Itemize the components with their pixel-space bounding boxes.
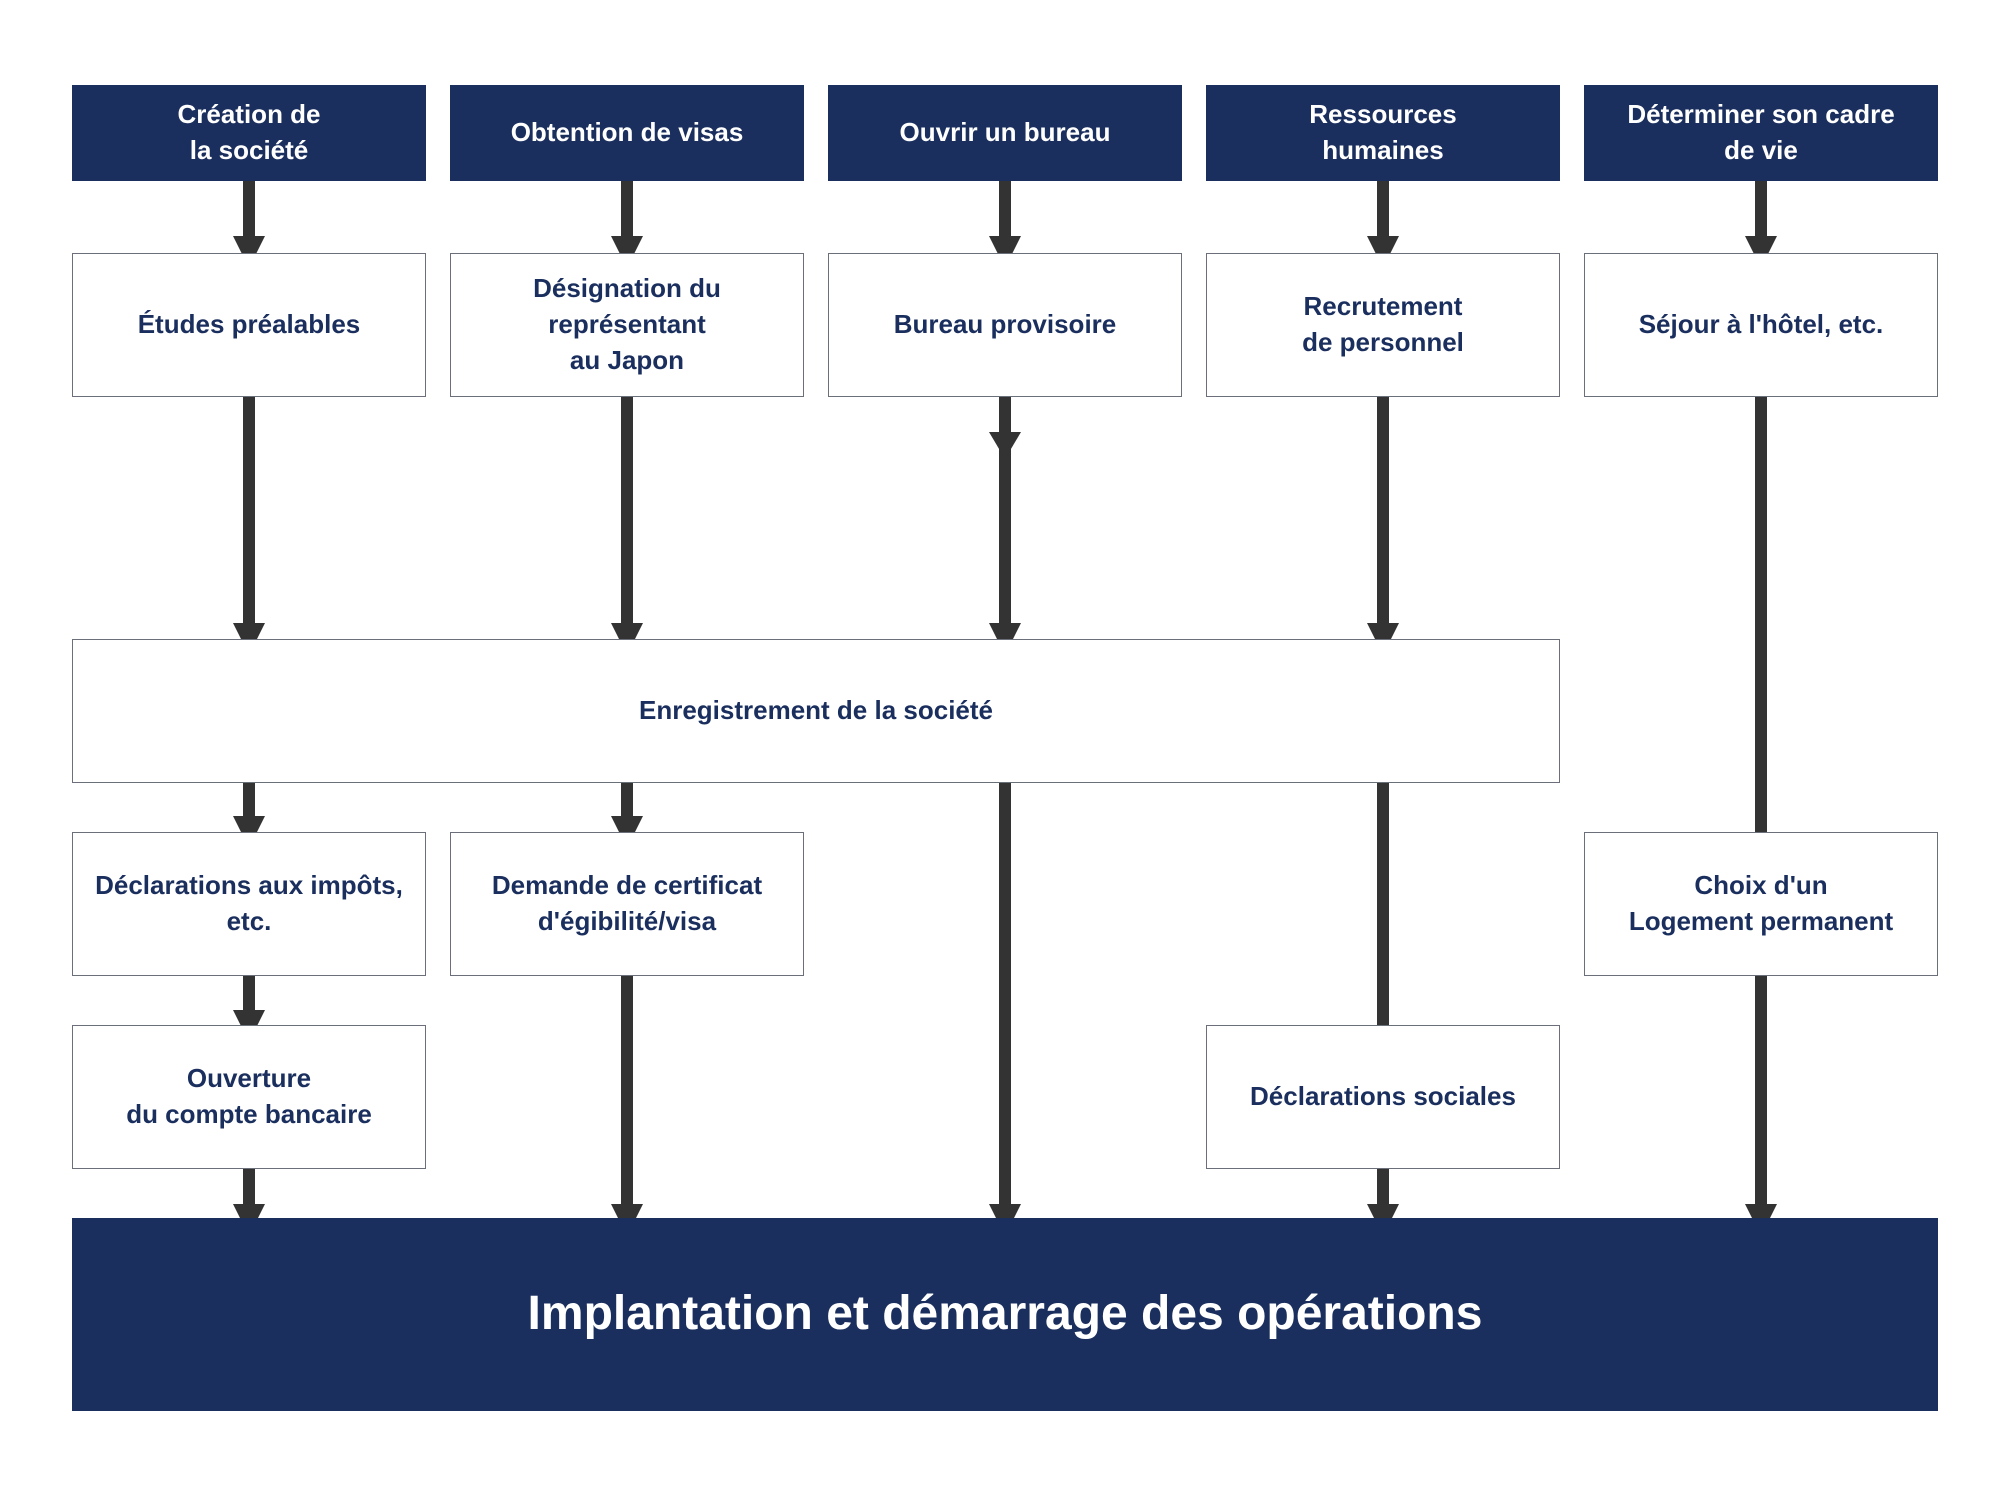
final-implantation-demarrage: Implantation et démarrage des opérations <box>72 1218 1938 1411</box>
line-sejour-to-logement <box>1755 397 1767 832</box>
arrow-visas-to-designation <box>611 181 643 268</box>
arrow-enregistrement-to-final <box>989 783 1021 1236</box>
step-recrutement-personnel: Recrutement de personnel <box>1206 253 1560 397</box>
arrow-logement-to-final <box>1745 976 1777 1236</box>
step-choix-logement: Choix d'un Logement permanent <box>1584 832 1938 976</box>
arrow-bureau-header-to-provisoire <box>989 181 1021 268</box>
arrow-head-below-bureau-provisoire <box>989 432 1021 459</box>
step-etudes-prealables: Études préalables <box>72 253 426 397</box>
step-ouverture-compte: Ouverture du compte bancaire <box>72 1025 426 1169</box>
header-ressources-humaines: Ressources humaines <box>1206 85 1560 181</box>
arrow-creation-to-etudes <box>233 181 265 268</box>
arrow-rh-to-recrutement <box>1367 181 1399 268</box>
step-bureau-provisoire: Bureau provisoire <box>828 253 1182 397</box>
arrow-cadre-to-sejour <box>1745 181 1777 268</box>
step-enregistrement-societe: Enregistrement de la société <box>72 639 1560 783</box>
arrow-certificat-to-final <box>611 976 643 1236</box>
line-enregistrement-to-sociales <box>1377 783 1389 1025</box>
step-designation-representant: Désignation du représentant au Japon <box>450 253 804 397</box>
header-ouvrir-bureau: Ouvrir un bureau <box>828 85 1182 181</box>
arrow-designation-to-enregistrement <box>611 397 643 655</box>
header-obtention-visas: Obtention de visas <box>450 85 804 181</box>
header-cadre-de-vie: Déterminer son cadre de vie <box>1584 85 1938 181</box>
header-creation-societe: Création de la société <box>72 85 426 181</box>
step-demande-certificat: Demande de certificat d'égibilité/visa <box>450 832 804 976</box>
step-declarations-impots: Déclarations aux impôts, etc. <box>72 832 426 976</box>
arrow-recrutement-to-enregistrement <box>1367 397 1399 655</box>
step-sejour-hotel: Séjour à l'hôtel, etc. <box>1584 253 1938 397</box>
arrow-etudes-to-enregistrement <box>233 397 265 655</box>
step-declarations-sociales: Déclarations sociales <box>1206 1025 1560 1169</box>
